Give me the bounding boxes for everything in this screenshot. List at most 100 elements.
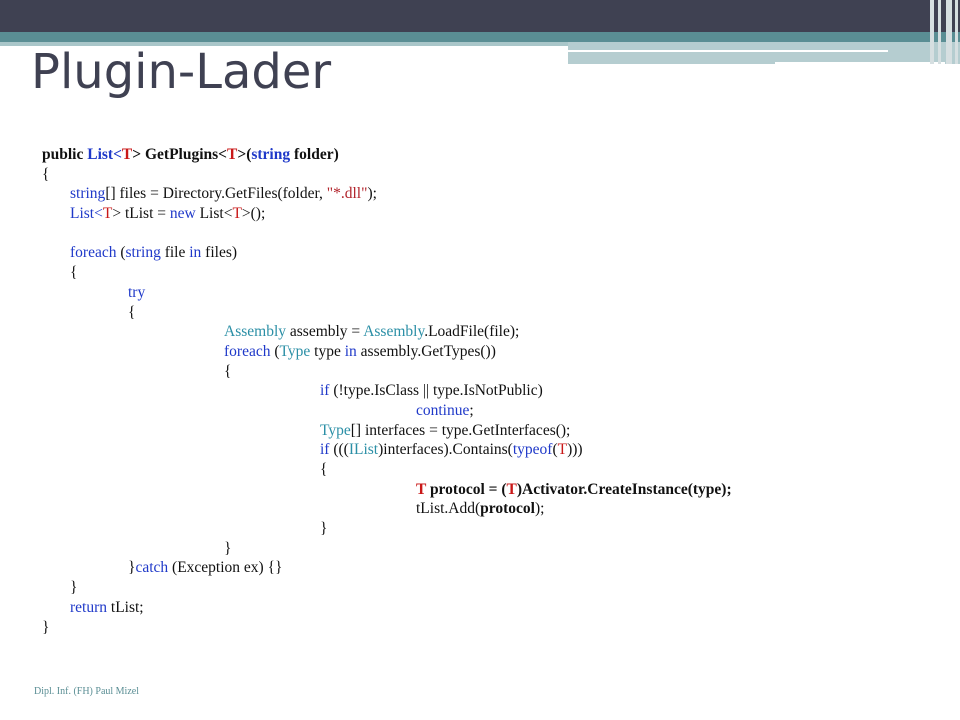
code-token: )interfaces).Contains( (378, 441, 513, 459)
code-line: Type[] interfaces = type.GetInterfaces()… (42, 421, 922, 441)
code-token: List (87, 146, 114, 163)
code-token: string (251, 146, 291, 163)
code-line: } (42, 578, 922, 598)
code-token: in (189, 244, 202, 262)
code-line: Assembly assembly = Assembly.LoadFile(fi… (42, 322, 922, 342)
code-token: return (70, 598, 108, 616)
corner-decoration (938, 0, 941, 64)
code-token: ); (534, 500, 545, 518)
code-line: tList.Add(protocol); (42, 499, 922, 519)
code-line: return tList; (42, 598, 922, 618)
header-stripe-right (568, 42, 960, 64)
code-line: string[] files = Directory.GetFiles(fold… (42, 184, 922, 204)
code-token: type (310, 342, 345, 360)
code-token: { (320, 461, 328, 478)
code-line: } (42, 618, 922, 638)
header-stripe (0, 32, 960, 42)
code-line: { (42, 303, 922, 323)
code-token: T (121, 146, 133, 163)
code-token: { (128, 303, 136, 321)
code-token: > tList = (112, 205, 170, 223)
code-token: assembly = (286, 323, 364, 341)
code-token: { (42, 165, 50, 183)
code-token: try (128, 283, 146, 301)
code-line: }catch (Exception ex) {} (42, 558, 922, 578)
code-token: string (125, 244, 161, 262)
code-blank-line (42, 224, 922, 244)
slide-footer: Dipl. Inf. (FH) Paul Mizel (34, 686, 139, 697)
code-token: Assembly (224, 323, 286, 341)
code-line: { (42, 165, 922, 185)
code-token: file (160, 244, 190, 262)
slide-title: Plugin-Lader (31, 44, 332, 100)
code-token: continue (416, 401, 470, 419)
code-token: } (320, 520, 328, 538)
code-line: { (42, 460, 922, 480)
header-band (0, 0, 960, 32)
code-token: files) (201, 244, 238, 262)
code-token: } (128, 559, 136, 577)
code-token: Type (320, 421, 351, 439)
code-token: catch (135, 559, 169, 577)
code-token: tList.Add( (416, 500, 481, 518)
code-token: > GetPlugins< (132, 146, 228, 163)
code-token: tList; (107, 598, 144, 616)
code-line: T protocol = (T)Activator.CreateInstance… (42, 480, 922, 500)
code-token: { (224, 362, 232, 380)
code-token: ); (367, 185, 377, 203)
corner-decoration (930, 0, 934, 64)
code-token: } (70, 579, 78, 597)
code-token: } (42, 618, 50, 636)
code-token: assembly.GetTypes()) (356, 342, 496, 360)
code-line: continue; (42, 401, 922, 421)
code-token: Assembly (363, 323, 425, 341)
code-token: T (102, 205, 113, 223)
code-line: { (42, 362, 922, 382)
code-token: ( (270, 342, 280, 360)
corner-decoration (946, 0, 952, 64)
code-token: List (70, 205, 95, 223)
code-token: folder) (290, 146, 339, 163)
code-line: if (((IList)interfaces).Contains(typeof(… (42, 440, 922, 460)
code-token: )Activator.CreateInstance(type); (516, 480, 732, 498)
header-rule (568, 50, 888, 52)
code-token: "*.dll" (326, 185, 368, 203)
code-token: T (506, 480, 517, 498)
code-token: T (416, 480, 427, 498)
code-token: T (227, 146, 238, 163)
code-token: public (42, 146, 88, 163)
code-token: foreach (70, 244, 117, 262)
code-token: ((( (329, 441, 349, 459)
code-token: < (94, 205, 103, 223)
code-line: foreach (Type type in assembly.GetTypes(… (42, 342, 922, 362)
code-token: ( (116, 244, 126, 262)
code-token: [] interfaces = type.GetInterfaces(); (350, 421, 571, 439)
header-stripe-light (0, 42, 568, 46)
code-token: (Exception ex) {} (168, 559, 283, 577)
code-token: IList (348, 441, 379, 459)
code-block: public List<T> GetPlugins<T>(string fold… (42, 145, 922, 637)
code-token: T (557, 441, 568, 459)
header-rule (775, 62, 945, 64)
code-line: List<T> tList = new List<T>(); (42, 204, 922, 224)
corner-decoration (955, 0, 958, 64)
code-line: foreach (string file in files) (42, 243, 922, 263)
code-token: ( (552, 441, 558, 459)
code-token: in (344, 342, 357, 360)
code-token: List< (195, 205, 233, 223)
code-line: } (42, 519, 922, 539)
code-token: ))) (567, 441, 583, 459)
code-line: if (!type.IsClass || type.IsNotPublic) (42, 381, 922, 401)
code-line: public List<T> GetPlugins<T>(string fold… (42, 145, 922, 165)
code-token: T (232, 205, 242, 223)
code-token: >( (237, 146, 252, 163)
code-token: .LoadFile(file); (424, 323, 520, 341)
code-token: < (113, 146, 122, 163)
code-line: { (42, 263, 922, 283)
code-token: foreach (224, 342, 271, 360)
code-token: Type (279, 342, 311, 360)
code-token: if (320, 441, 330, 459)
code-token: protocol (480, 500, 535, 518)
code-token: ; (469, 401, 474, 419)
code-token: if (320, 382, 330, 400)
